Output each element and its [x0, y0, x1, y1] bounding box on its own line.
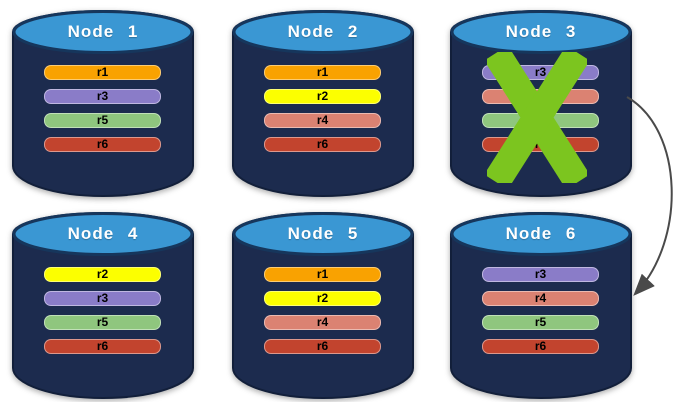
node-2: Node 2 r1 r2 r4 r6	[232, 8, 414, 198]
replica-bar: r4	[264, 113, 381, 128]
replica-list: r1 r2 r4 r6	[264, 65, 381, 161]
node-title: Node 4	[67, 224, 139, 243]
node-title: Node 2	[287, 22, 359, 41]
replica-bar: r4	[482, 291, 599, 306]
replica-bar: r1	[44, 65, 161, 80]
replica-list: r1 r3 r5 r6	[44, 65, 161, 161]
node-title: Node 6	[505, 224, 577, 243]
replica-bar: r1	[264, 267, 381, 282]
node-6: Node 6 r3 r4 r5 r6	[450, 210, 632, 400]
node-5: Node 5 r1 r2 r4 r6	[232, 210, 414, 400]
replica-bar: r6	[44, 339, 161, 354]
replica-bar: r4	[264, 315, 381, 330]
replica-bar: r2	[264, 89, 381, 104]
node-4: Node 4 r2 r3 r5 r6	[12, 210, 194, 400]
replica-bar: r6	[264, 137, 381, 152]
replica-bar: r3	[44, 89, 161, 104]
replica-list: r3 r4 r5 r6	[482, 267, 599, 363]
node-title: Node 3	[505, 22, 577, 41]
node-3: Node 3 r3 r4 r5 r6	[450, 8, 632, 198]
replica-bar: r3	[44, 291, 161, 306]
replica-bar: r5	[44, 315, 161, 330]
replica-bar: r2	[264, 291, 381, 306]
replica-bar: r2	[44, 267, 161, 282]
replica-list: r1 r2 r4 r6	[264, 267, 381, 363]
replica-bar: r5	[482, 315, 599, 330]
replica-list: r2 r3 r5 r6	[44, 267, 161, 363]
replica-bar: r6	[264, 339, 381, 354]
node-title: Node 5	[287, 224, 359, 243]
replica-bar: r6	[44, 137, 161, 152]
replica-bar: r5	[44, 113, 161, 128]
node-1: Node 1 r1 r3 r5 r6	[12, 8, 194, 198]
replica-bar: r3	[482, 267, 599, 282]
node-title: Node 1	[67, 22, 139, 41]
failure-x-icon	[487, 52, 587, 183]
replica-bar: r6	[482, 339, 599, 354]
replica-bar: r1	[264, 65, 381, 80]
